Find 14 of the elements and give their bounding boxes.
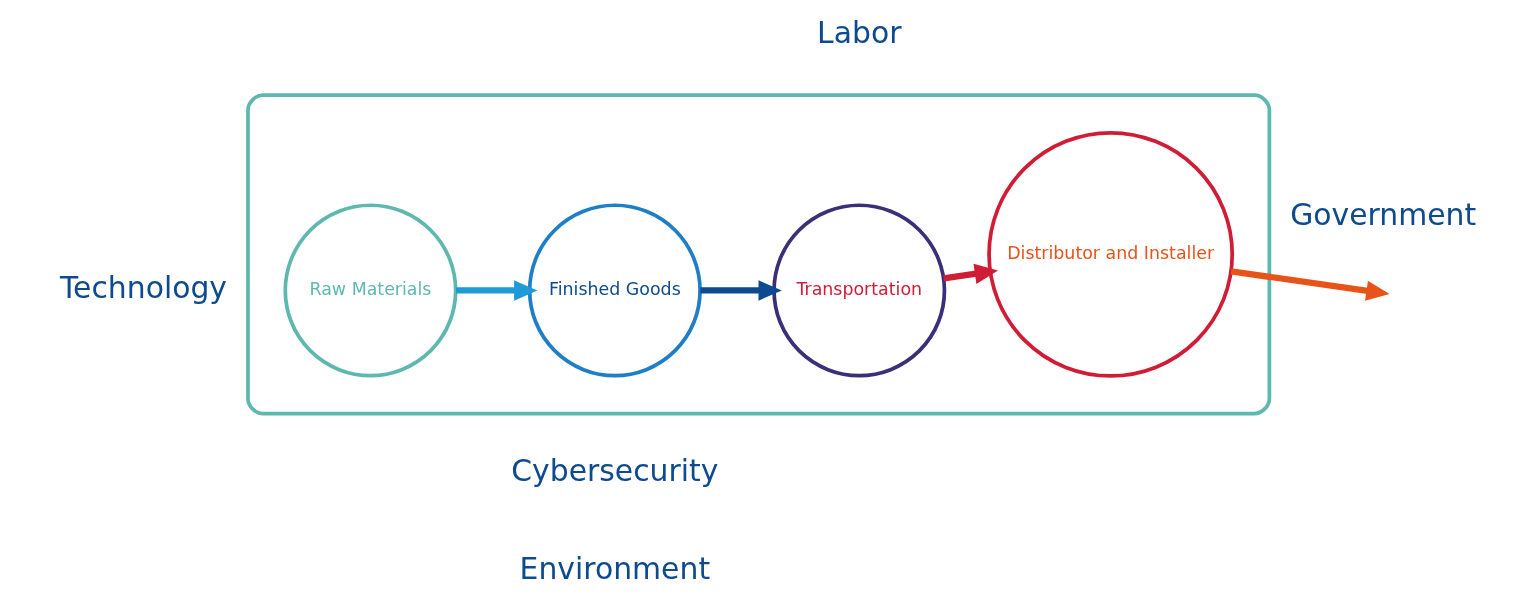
label: Government: [1290, 196, 1477, 232]
arrow: [1230, 268, 1390, 301]
arrow: [456, 280, 538, 301]
arrow: [943, 263, 998, 284]
node-circle: Transportation: [772, 203, 947, 378]
arrow: [700, 280, 782, 301]
label: Environment: [519, 551, 711, 587]
label: Technology: [59, 270, 228, 306]
node-circle: Finished Goods: [527, 203, 702, 378]
node-circle: Raw Materials: [283, 203, 458, 378]
cluster: [246, 93, 1272, 416]
node-circle: Distributor and Installer: [987, 130, 1235, 378]
label: Cybersecurity: [511, 452, 719, 488]
label: Labor: [817, 15, 902, 51]
